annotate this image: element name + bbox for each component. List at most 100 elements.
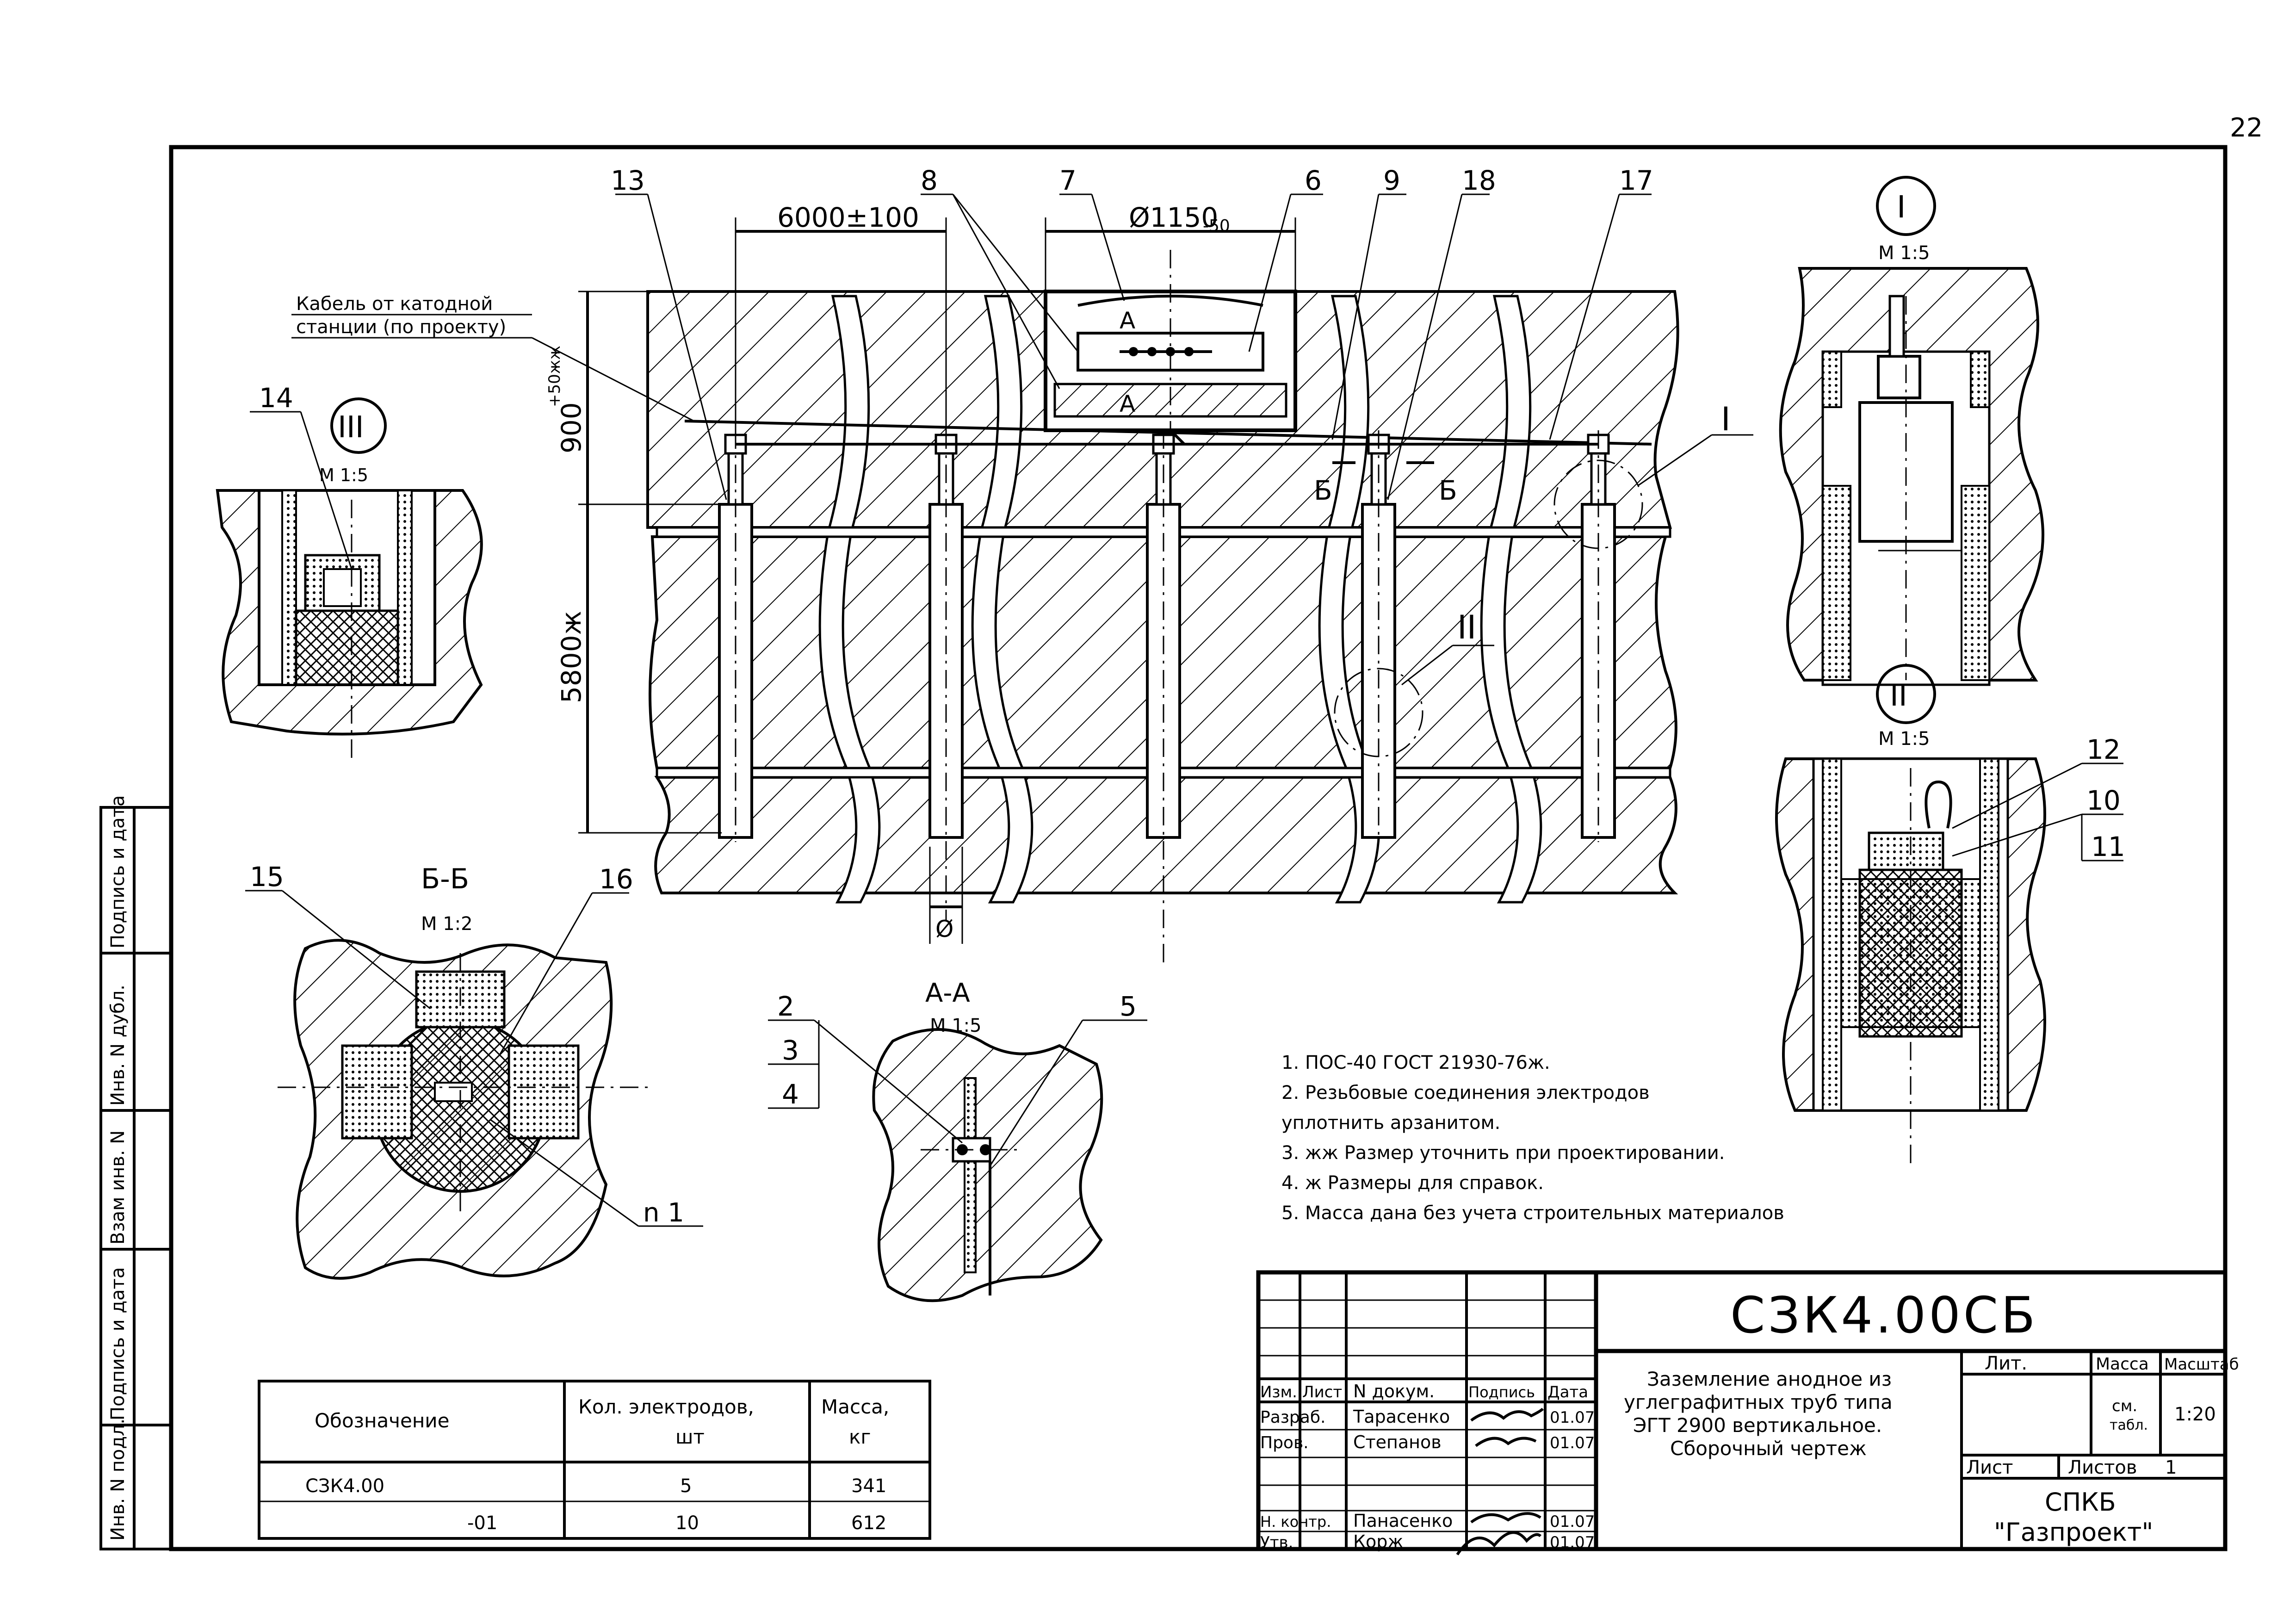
mark-I-main: I: [1721, 400, 1731, 438]
callout-4: 4: [782, 1079, 799, 1110]
table-row1-designation: СЗК4.00: [305, 1475, 384, 1497]
side-strip: Инв. N подл. Подпись и дата Взам инв. N …: [99, 795, 173, 1550]
callout-10: 10: [2086, 785, 2121, 816]
table-header-mass: Масса,: [821, 1395, 889, 1418]
section-BB-label: Б-Б: [421, 863, 469, 895]
spec-table: Обозначение Кол. электродов, шт Масса, к…: [258, 1380, 931, 1540]
mark-II-main: II: [1457, 608, 1476, 646]
stamp-role-razrab: Разраб.: [1260, 1408, 1325, 1427]
dim-spacing: 6000±100: [777, 202, 919, 233]
mass-value-line1: см.: [2112, 1397, 2137, 1415]
callout-15: 15: [250, 861, 284, 893]
table-row2-designation: -01: [467, 1512, 497, 1534]
main-elevation: [578, 217, 1679, 962]
detail-III: [216, 489, 483, 759]
stamp-name-utv: Корж: [1353, 1531, 1404, 1552]
section-AA: [872, 1028, 1103, 1302]
callout-13: 13: [611, 165, 645, 196]
detail-III-scale: М 1:5: [319, 465, 368, 485]
stamp-col-list: Лист: [1302, 1383, 1342, 1401]
dim-length: 5800ж: [556, 611, 587, 703]
title-line1: Заземление анодное из: [1647, 1368, 1892, 1390]
designation-code: СЗК4.00СБ: [1730, 1287, 2038, 1345]
electrodes: [718, 430, 1616, 962]
main-callouts: [615, 193, 1753, 500]
callout-11: 11: [2091, 831, 2125, 862]
note-5: 5. Масса дана без учета строительных мат…: [1281, 1203, 1784, 1224]
table-row1-mass: 341: [851, 1475, 886, 1497]
dim-depth-tol: +50жж: [545, 346, 564, 407]
note-4: 4. ж Размеры для справок.: [1281, 1172, 1544, 1194]
callout-2: 2: [777, 991, 794, 1022]
detail-I-label: I: [1897, 189, 1906, 225]
title-line3: ЭГТ 2900 вертикальное.: [1633, 1414, 1882, 1437]
strip-sign-date-1: Подпись и дата: [107, 1267, 129, 1420]
strip-vzam-inv: Взам инв. N: [107, 1130, 129, 1245]
note-2-cont: уплотнить арзанитом.: [1281, 1112, 1500, 1134]
stamp-col-sign: Подпись: [1468, 1383, 1535, 1401]
sheets-value: 1: [2165, 1457, 2177, 1478]
detail-I-scale: М 1:5: [1878, 242, 1930, 264]
callout-6: 6: [1305, 165, 1322, 196]
detail-I: [1779, 267, 2044, 686]
dim-pipe-dia: Ø: [935, 916, 953, 942]
dim-diameter: Ø1150: [1129, 202, 1218, 233]
note-2: 2. Резьбовые соединения электродов: [1281, 1082, 1650, 1103]
lit-label: Лит.: [1985, 1353, 2027, 1374]
stamp-name-nkontr: Панасенко: [1353, 1511, 1453, 1531]
section-mark-a-top: А: [1120, 307, 1135, 334]
scale-value: 1:20: [2174, 1404, 2216, 1425]
title-line4: Сборочный чертеж: [1670, 1437, 1867, 1460]
callout-7: 7: [1059, 165, 1077, 196]
section-mark-b-left: Б: [1314, 475, 1332, 506]
stamp-name-razrab: Тарасенко: [1353, 1407, 1450, 1427]
strip-sign-date-2: Подпись и дата: [107, 795, 129, 948]
cable-label-line1: Кабель от катодной: [296, 293, 493, 315]
stamp-role-nkontr: Н. контр.: [1260, 1513, 1331, 1531]
callout-8: 8: [921, 165, 938, 196]
section-mark-a-bottom: А: [1120, 391, 1135, 417]
signature-utv: [1456, 1531, 1542, 1556]
section-BB: [278, 939, 652, 1280]
cable-label-line2: станции (по проекту): [296, 316, 506, 338]
notes: 1. ПОС-40 ГОСТ 21930-76ж. 2. Резьбовые с…: [1281, 1052, 1784, 1224]
signature-razrab: [1470, 1407, 1544, 1422]
sheet-label: Лист: [1966, 1457, 2013, 1478]
detail-II-label: II: [1890, 679, 1907, 713]
note-3: 3. жж Размер уточнить при проектировании…: [1281, 1142, 1725, 1164]
stamp-name-prov: Степанов: [1353, 1432, 1442, 1452]
stamp-col-date: Дата: [1547, 1383, 1588, 1401]
section-mark-b-right: Б: [1439, 475, 1457, 506]
org-name-line1: СПКБ: [2045, 1488, 2116, 1517]
stamp-date-prov: 01.07: [1550, 1434, 1595, 1452]
mass-label: Масса: [2096, 1355, 2149, 1374]
callout-5: 5: [1120, 991, 1137, 1022]
stamp-date-nkontr: 01.07: [1550, 1512, 1595, 1531]
stamp-role-prov: Пров.: [1260, 1433, 1309, 1452]
signature-nkontr: [1470, 1512, 1541, 1524]
title-line2: углеграфитных труб типа: [1624, 1391, 1893, 1413]
strip-inv-podl: Инв. N подл.: [107, 1419, 129, 1541]
note-1: 1. ПОС-40 ГОСТ 21930-76ж.: [1281, 1052, 1550, 1073]
dim-depth: 900: [556, 402, 587, 453]
callout-18: 18: [1462, 165, 1496, 196]
callout-16: 16: [599, 863, 633, 895]
callout-14: 14: [259, 382, 293, 414]
signature-prov: [1475, 1437, 1537, 1447]
org-name-line2: "Газпроект": [1994, 1518, 2153, 1547]
scale-label: Масштаб: [2164, 1355, 2239, 1374]
detail-II: [1775, 757, 2046, 1166]
sheet-number: 22: [2230, 113, 2263, 143]
title-block: Изм. Лист N докум. Подпись Дата Разраб. …: [1256, 1270, 2239, 1556]
stamp-date-razrab: 01.07: [1550, 1408, 1595, 1427]
callout-17: 17: [1619, 165, 1653, 196]
section-AA-scale: М 1:5: [930, 1015, 982, 1036]
detail-II-scale: М 1:5: [1878, 728, 1930, 750]
table-row2-count: 10: [675, 1512, 699, 1534]
callout-3: 3: [782, 1035, 799, 1066]
strip-inv-dubl: Инв. N дубл.: [107, 985, 129, 1106]
stamp-date-utv: 01.07: [1550, 1533, 1595, 1552]
table-header-count: Кол. электродов,: [578, 1395, 754, 1418]
table-row2-mass: 612: [851, 1512, 886, 1534]
